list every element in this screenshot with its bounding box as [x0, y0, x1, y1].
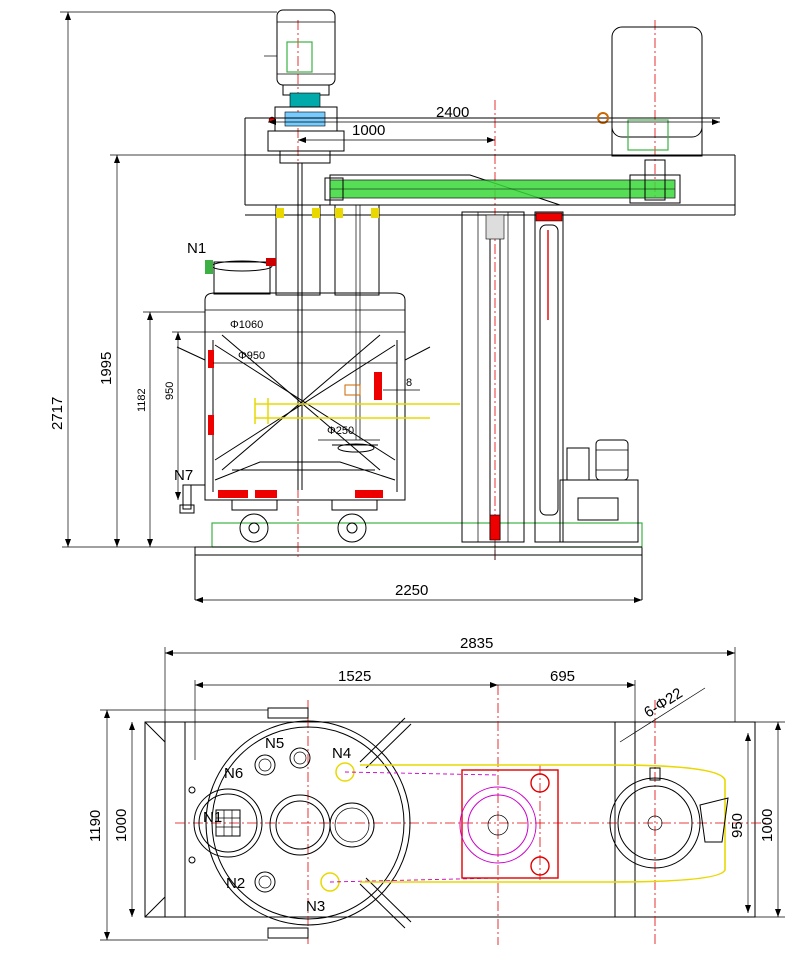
- front-elevation: 2400 1000 2717 1995 1182 950 Φ1060 Φ950 …: [49, 9, 736, 603]
- tank-plan: [205, 720, 411, 926]
- dim-1525: 1525: [338, 668, 371, 685]
- dispersing-arm: [254, 384, 460, 424]
- dim-6-phi22: 6-Φ22: [641, 685, 686, 722]
- mixing-tank: [176, 292, 431, 514]
- dim-phi1060: Φ1060: [230, 319, 263, 331]
- label-n6: N6: [224, 765, 243, 782]
- dim-2400: 2400: [436, 104, 469, 121]
- dim-950-right: 950: [729, 813, 746, 838]
- dim-1182: 1182: [136, 388, 148, 412]
- label-n1-top: N1: [203, 809, 222, 826]
- dim-2250: 2250: [395, 582, 428, 599]
- dim-1000-right: 1000: [759, 809, 776, 842]
- plan-view: 2835 1525 695 6-Φ22 1190 1000 950 1000 N…: [87, 635, 785, 945]
- label-n2: N2: [226, 875, 245, 892]
- lift-column: [461, 211, 564, 543]
- dim-695: 695: [550, 668, 575, 685]
- dim-950-side: 950: [164, 382, 176, 400]
- label-n4: N4: [332, 745, 351, 762]
- base-frame: [194, 522, 643, 600]
- nozzles-plan: [254, 747, 355, 893]
- guide-cylinders: [275, 163, 380, 490]
- dim-8: 8: [406, 377, 412, 389]
- label-n3: N3: [306, 898, 325, 915]
- label-n5: N5: [265, 735, 284, 752]
- motor-plan: [609, 767, 729, 869]
- front-dimensions: [60, 11, 720, 603]
- dim-2717: 2717: [49, 397, 66, 430]
- dim-1000-top: 1000: [352, 122, 385, 139]
- casters: [231, 499, 378, 543]
- top-beam: [244, 117, 736, 216]
- label-n7: N7: [174, 467, 193, 484]
- dim-2835: 2835: [460, 635, 493, 652]
- hydraulic-station: [559, 439, 639, 543]
- label-n1-front: N1: [187, 240, 206, 257]
- disperser-motor: [264, 9, 345, 164]
- dim-1190: 1190: [87, 810, 104, 842]
- column-plan: [459, 769, 559, 879]
- lift-motor: [597, 26, 703, 201]
- support-lugs: [267, 707, 412, 939]
- plan-dimensions: [100, 647, 785, 941]
- dim-phi950: Φ950: [238, 350, 265, 362]
- dim-phi250: Φ250: [327, 425, 354, 437]
- dim-1995: 1995: [98, 352, 115, 385]
- dim-1000-left: 1000: [113, 809, 130, 842]
- manhole-n1-plan: [188, 786, 263, 864]
- manhole-n1-front: [205, 258, 276, 295]
